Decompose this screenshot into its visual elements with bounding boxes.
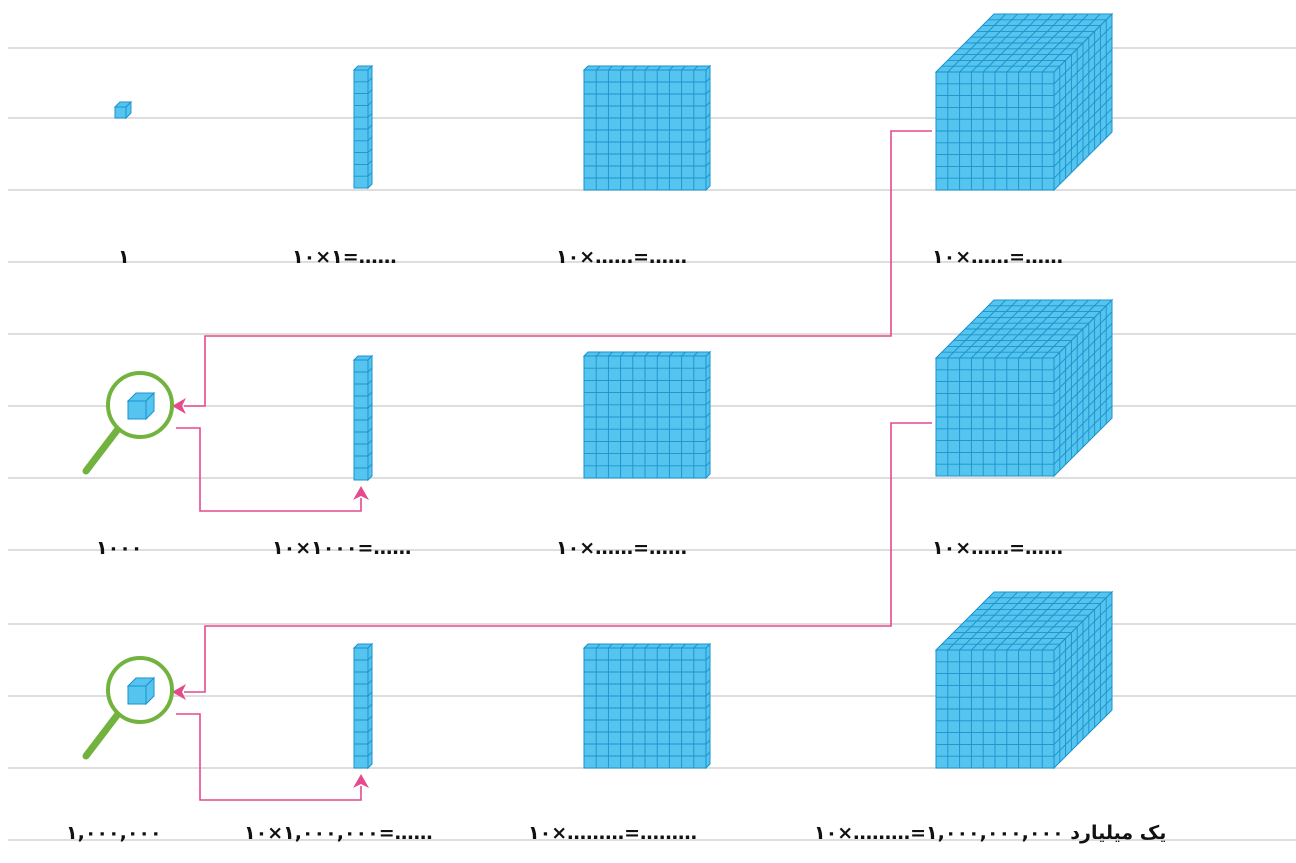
arrow-icon [353, 774, 369, 788]
row1-label-rod: ۱۰×۱=…… [292, 246, 397, 268]
row1-label-cube: ۱۰×……=…… [932, 246, 1063, 268]
row2-label-unit: ۱۰۰۰ [96, 537, 142, 559]
rod-ten [354, 356, 372, 480]
flat-hundred [584, 352, 710, 478]
rod-ten [354, 644, 372, 768]
connector-arrows [172, 131, 932, 800]
unit-cube [115, 102, 131, 118]
flat-hundred [584, 66, 710, 190]
magnifier-icon [86, 658, 172, 756]
magnifier-icon [86, 373, 172, 471]
row2-label-cube: ۱۰×……=…… [932, 537, 1063, 559]
row3-label-cube: یک میلیارد ۱,۰۰۰,۰۰۰,۰۰۰=………×۱۰ [814, 822, 1250, 844]
cube-thousand [936, 14, 1112, 190]
base-ten-blocks [86, 14, 1112, 768]
row2-label-flat: ۱۰×……=…… [556, 537, 687, 559]
row1-label-flat: ۱۰×……=…… [556, 246, 687, 268]
arrow-magnifier-to-rod [176, 714, 361, 800]
row3-label-rod: ۱۰×۱,۰۰۰,۰۰۰=…… [244, 822, 433, 844]
row3-label-unit: ۱,۰۰۰,۰۰۰ [66, 822, 162, 844]
row1-label-unit: ۱ [118, 246, 130, 268]
arrow-cube-to-magnifier [184, 131, 932, 406]
flat-hundred [584, 644, 710, 768]
rod-ten [354, 66, 372, 188]
arrow-icon [353, 486, 369, 500]
row3-label-flat: ۱۰×………=……… [528, 822, 697, 844]
arrow-icon [172, 684, 186, 700]
cube-thousand [936, 300, 1112, 476]
arrow-magnifier-to-rod [176, 428, 361, 511]
row2-label-rod: ۱۰×۱۰۰۰=…… [272, 537, 411, 559]
cube-thousand [936, 592, 1112, 768]
